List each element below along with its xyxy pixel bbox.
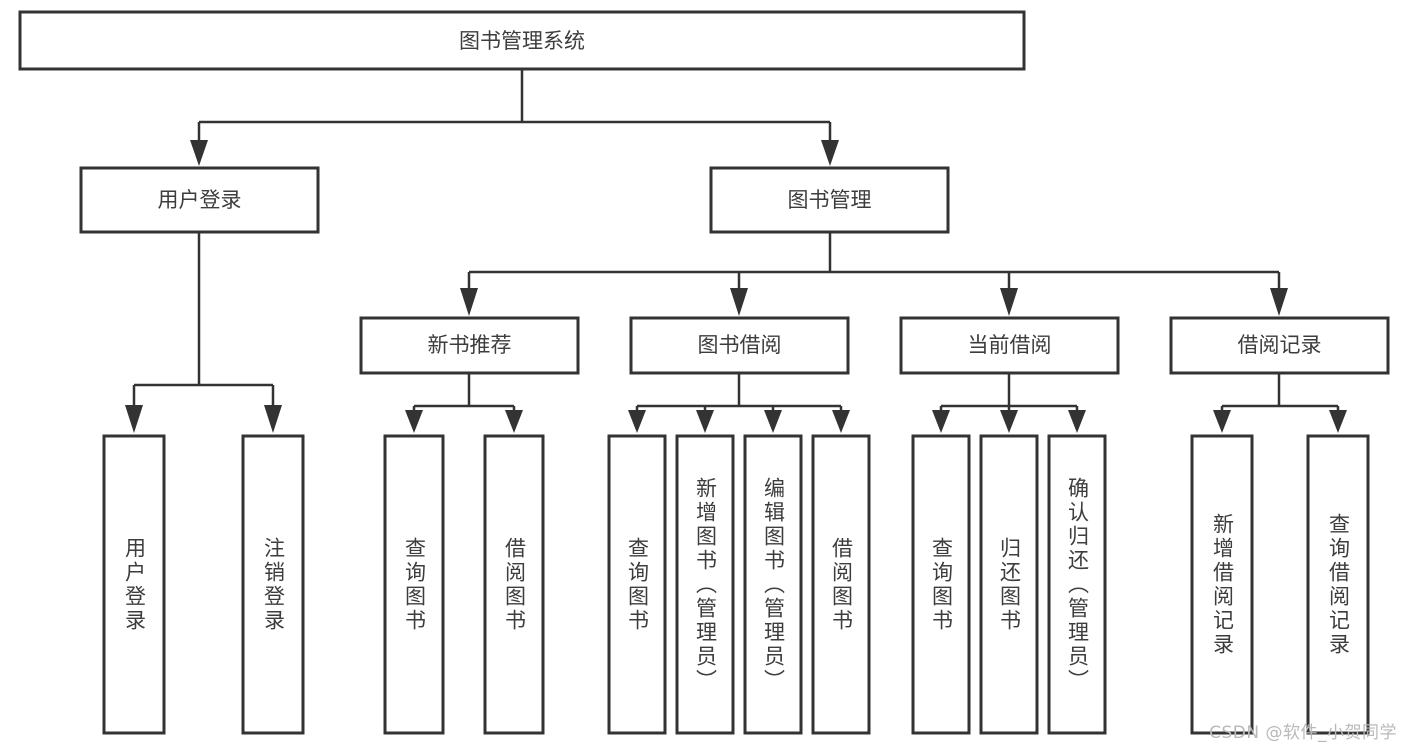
leaf-book-borrow-4-labelwrap: 借阅图书 — [813, 436, 869, 733]
node-book-borrow[interactable] — [629, 316, 850, 375]
arrow-head-login — [190, 140, 208, 166]
leaf-current-borrow-1[interactable] — [911, 434, 971, 735]
leaf-book-borrow-2[interactable] — [675, 434, 735, 735]
leaf-book-borrow-3-labelwrap: 编辑图书（管理员） — [745, 436, 801, 733]
leaf-borrow-record-2-label: 查询借阅记录 — [1326, 512, 1351, 657]
leaf-user-login-1-labelwrap: 用户登录 — [104, 436, 164, 733]
arrow-head-dqjy-leaf-3 — [1068, 410, 1086, 433]
arrow-head-bookmgmt — [821, 140, 839, 166]
leaf-current-borrow-3-label: 确认归还（管理员） — [1065, 476, 1090, 693]
leaf-new-book-1[interactable] — [383, 434, 445, 735]
csdn-watermark: CSDN @软件_小贺同学 — [1209, 723, 1397, 743]
arrow-head-tsjy-leaf-1 — [628, 410, 646, 433]
arrow-head-jyjl-leaf-1 — [1213, 410, 1231, 433]
leaf-borrow-record-2-labelwrap: 查询借阅记录 — [1308, 436, 1368, 733]
node-book-management-label: 图书管理 — [788, 188, 872, 212]
leaf-user-login-2[interactable] — [241, 434, 305, 735]
leaf-user-login-1-label: 用户登录 — [122, 536, 147, 633]
arrow-head-l3-1 — [460, 288, 478, 316]
leaf-user-login-2-labelwrap: 注销登录 — [243, 436, 303, 733]
leaf-book-borrow-4[interactable] — [811, 434, 871, 735]
node-book-borrow-label: 图书借阅 — [698, 333, 782, 357]
connector-group — [125, 69, 1347, 433]
arrow-head-login-leaf-2 — [264, 405, 282, 433]
leaf-book-borrow-3[interactable] — [743, 434, 803, 735]
leaf-borrow-record-1-labelwrap: 新增借阅记录 — [1192, 436, 1252, 733]
arrow-head-login-leaf-1 — [125, 405, 143, 433]
leaf-book-borrow-3-label: 编辑图书（管理员） — [761, 476, 786, 693]
leaf-book-borrow-4-label: 借阅图书 — [829, 536, 854, 633]
node-new-book-recommend[interactable] — [359, 316, 580, 375]
leaf-current-borrow-1-labelwrap: 查询图书 — [913, 436, 969, 733]
leaf-book-borrow-1-labelwrap: 查询图书 — [609, 436, 665, 733]
arrow-head-dqjy-leaf-2 — [1000, 410, 1018, 433]
leaf-borrow-record-2[interactable] — [1306, 434, 1370, 735]
leaf-user-login-1[interactable] — [102, 434, 166, 735]
leaf-current-borrow-3[interactable] — [1047, 434, 1107, 735]
node-root-label: 图书管理系统 — [459, 29, 585, 53]
leaf-borrow-record-1-label: 新增借阅记录 — [1210, 512, 1235, 657]
arrow-head-jyjl-leaf-2 — [1329, 410, 1347, 433]
node-current-borrow[interactable] — [899, 316, 1120, 375]
leaf-book-borrow-2-label: 新增图书（管理员） — [693, 476, 718, 693]
leaf-new-book-2-label: 借阅图书 — [502, 536, 527, 633]
arrow-head-tsjy-leaf-3 — [764, 410, 782, 433]
leaf-book-borrow-1[interactable] — [607, 434, 667, 735]
arrow-head-l3-2 — [730, 288, 748, 316]
leaf-borrow-record-1[interactable] — [1190, 434, 1254, 735]
leaf-new-book-1-labelwrap: 查询图书 — [385, 436, 443, 733]
leaf-new-book-2[interactable] — [483, 434, 545, 735]
arrow-head-dqjy-leaf-1 — [932, 410, 950, 433]
leaf-user-login-2-label: 注销登录 — [261, 536, 286, 633]
arrow-head-tsjy-leaf-2 — [696, 410, 714, 433]
leaf-current-borrow-3-labelwrap: 确认归还（管理员） — [1049, 436, 1105, 733]
node-borrow-record-label: 借阅记录 — [1238, 333, 1322, 357]
arrow-head-tsjy-leaf-4 — [832, 410, 850, 433]
leaf-book-borrow-1-label: 查询图书 — [625, 536, 650, 633]
node-root[interactable] — [18, 10, 1026, 71]
leaf-new-book-1-label: 查询图书 — [402, 536, 427, 633]
arrow-head-nsr-leaf-2 — [505, 410, 523, 433]
leaf-current-borrow-1-label: 查询图书 — [929, 536, 954, 633]
node-current-borrow-label: 当前借阅 — [968, 333, 1052, 357]
node-user-login[interactable] — [79, 166, 320, 234]
leaf-book-borrow-2-labelwrap: 新增图书（管理员） — [677, 436, 733, 733]
arrow-head-nsr-leaf-1 — [405, 410, 423, 433]
leaf-current-borrow-2-label: 归还图书 — [997, 536, 1022, 633]
arrow-head-l3-4 — [1270, 288, 1288, 316]
leaf-current-borrow-2-labelwrap: 归还图书 — [981, 436, 1037, 733]
node-user-login-label: 用户登录 — [158, 188, 242, 212]
node-book-management[interactable] — [709, 166, 950, 234]
node-new-book-recommend-label: 新书推荐 — [428, 333, 512, 357]
arrow-head-l3-3 — [1000, 288, 1018, 316]
leaf-current-borrow-2[interactable] — [979, 434, 1039, 735]
node-borrow-record[interactable] — [1169, 316, 1390, 375]
leaf-new-book-2-labelwrap: 借阅图书 — [485, 436, 543, 733]
